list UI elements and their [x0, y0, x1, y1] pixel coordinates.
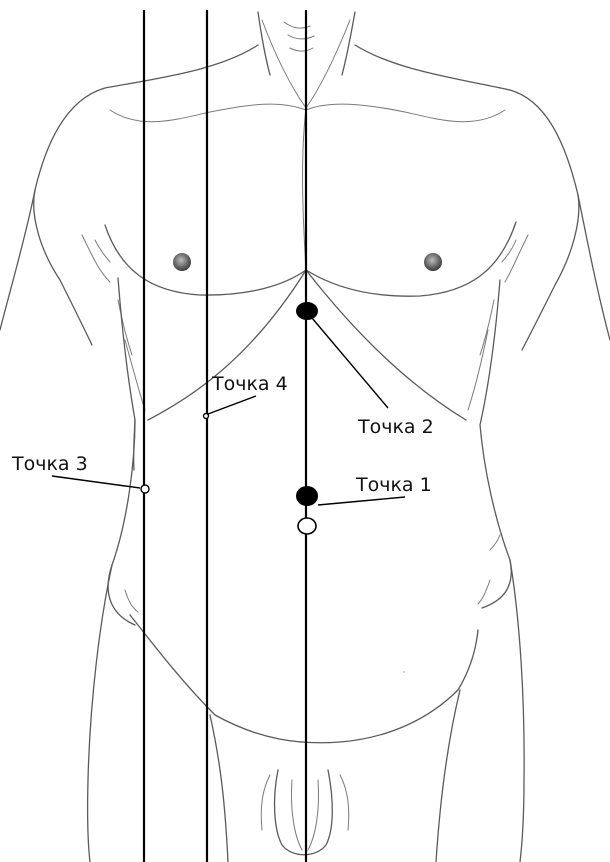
point-2-marker [296, 302, 318, 320]
vertical-guide-lines [144, 10, 306, 862]
point-4-marker [204, 414, 209, 419]
point-4-leader [208, 396, 256, 414]
left-nipple [173, 253, 191, 271]
point-1-leader [318, 497, 405, 505]
point-1-marker [296, 486, 318, 506]
point-3-leader [52, 476, 140, 488]
point-3-label: Точка 3 [11, 453, 88, 475]
navel-marker [298, 518, 316, 534]
point-3-marker [141, 485, 149, 493]
point-4-label: Точка 4 [211, 373, 288, 395]
point-2-label: Точка 2 [357, 416, 434, 438]
point-1-label: Точка 1 [355, 474, 432, 496]
right-nipple [424, 253, 442, 271]
point-2-leader [312, 318, 388, 408]
